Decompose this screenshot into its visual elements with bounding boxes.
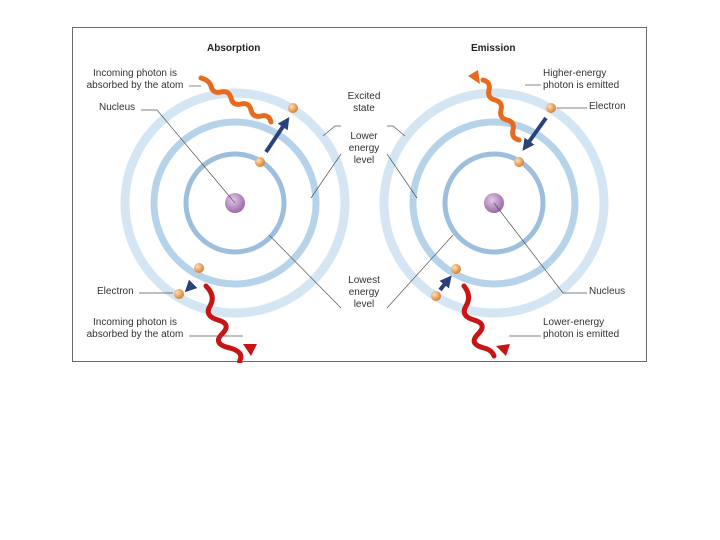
electron-label-right: Electron bbox=[589, 101, 626, 113]
electron-excited bbox=[546, 103, 556, 113]
emission-atom bbox=[384, 70, 604, 356]
electron-upper-bottom bbox=[194, 263, 204, 273]
transition-arrow-short bbox=[189, 284, 193, 288]
photon-emitted-low bbox=[464, 286, 494, 356]
excited-state-label: Excited state bbox=[335, 91, 393, 115]
atom-energy-diagram: Absorption Emission Incoming photon is a… bbox=[72, 27, 647, 362]
electron-lower bbox=[255, 157, 265, 167]
transition-arrow-short bbox=[440, 280, 448, 290]
photon-high-arrowhead bbox=[468, 70, 480, 84]
electron-lowest bbox=[174, 289, 184, 299]
photon-incoming-low bbox=[206, 286, 248, 363]
photon-low-arrowhead bbox=[243, 344, 257, 356]
nucleus-label-left: Nucleus bbox=[99, 102, 135, 114]
lowest-energy-level-label: Lowest energy level bbox=[335, 275, 393, 311]
emission-title: Emission bbox=[471, 43, 515, 54]
electron-lower bbox=[514, 157, 524, 167]
lower-energy-photon-label: Lower-energy photon is emitted bbox=[543, 317, 619, 341]
electron-upper-bottom bbox=[451, 264, 461, 274]
incoming-photon-top-label: Incoming photon is absorbed by the atom bbox=[79, 68, 191, 92]
electron-excited bbox=[288, 103, 298, 113]
higher-energy-photon-label: Higher-energy photon is emitted bbox=[543, 68, 619, 92]
electron-lowest bbox=[431, 291, 441, 301]
absorption-title: Absorption bbox=[207, 43, 260, 54]
photon-low-arrowhead bbox=[496, 344, 510, 356]
lower-energy-level-label: Lower energy level bbox=[335, 131, 393, 167]
incoming-photon-bottom-label: Incoming photon is absorbed by the atom bbox=[79, 317, 191, 341]
nucleus-label-right: Nucleus bbox=[589, 286, 625, 298]
electron-label-left: Electron bbox=[97, 286, 134, 298]
